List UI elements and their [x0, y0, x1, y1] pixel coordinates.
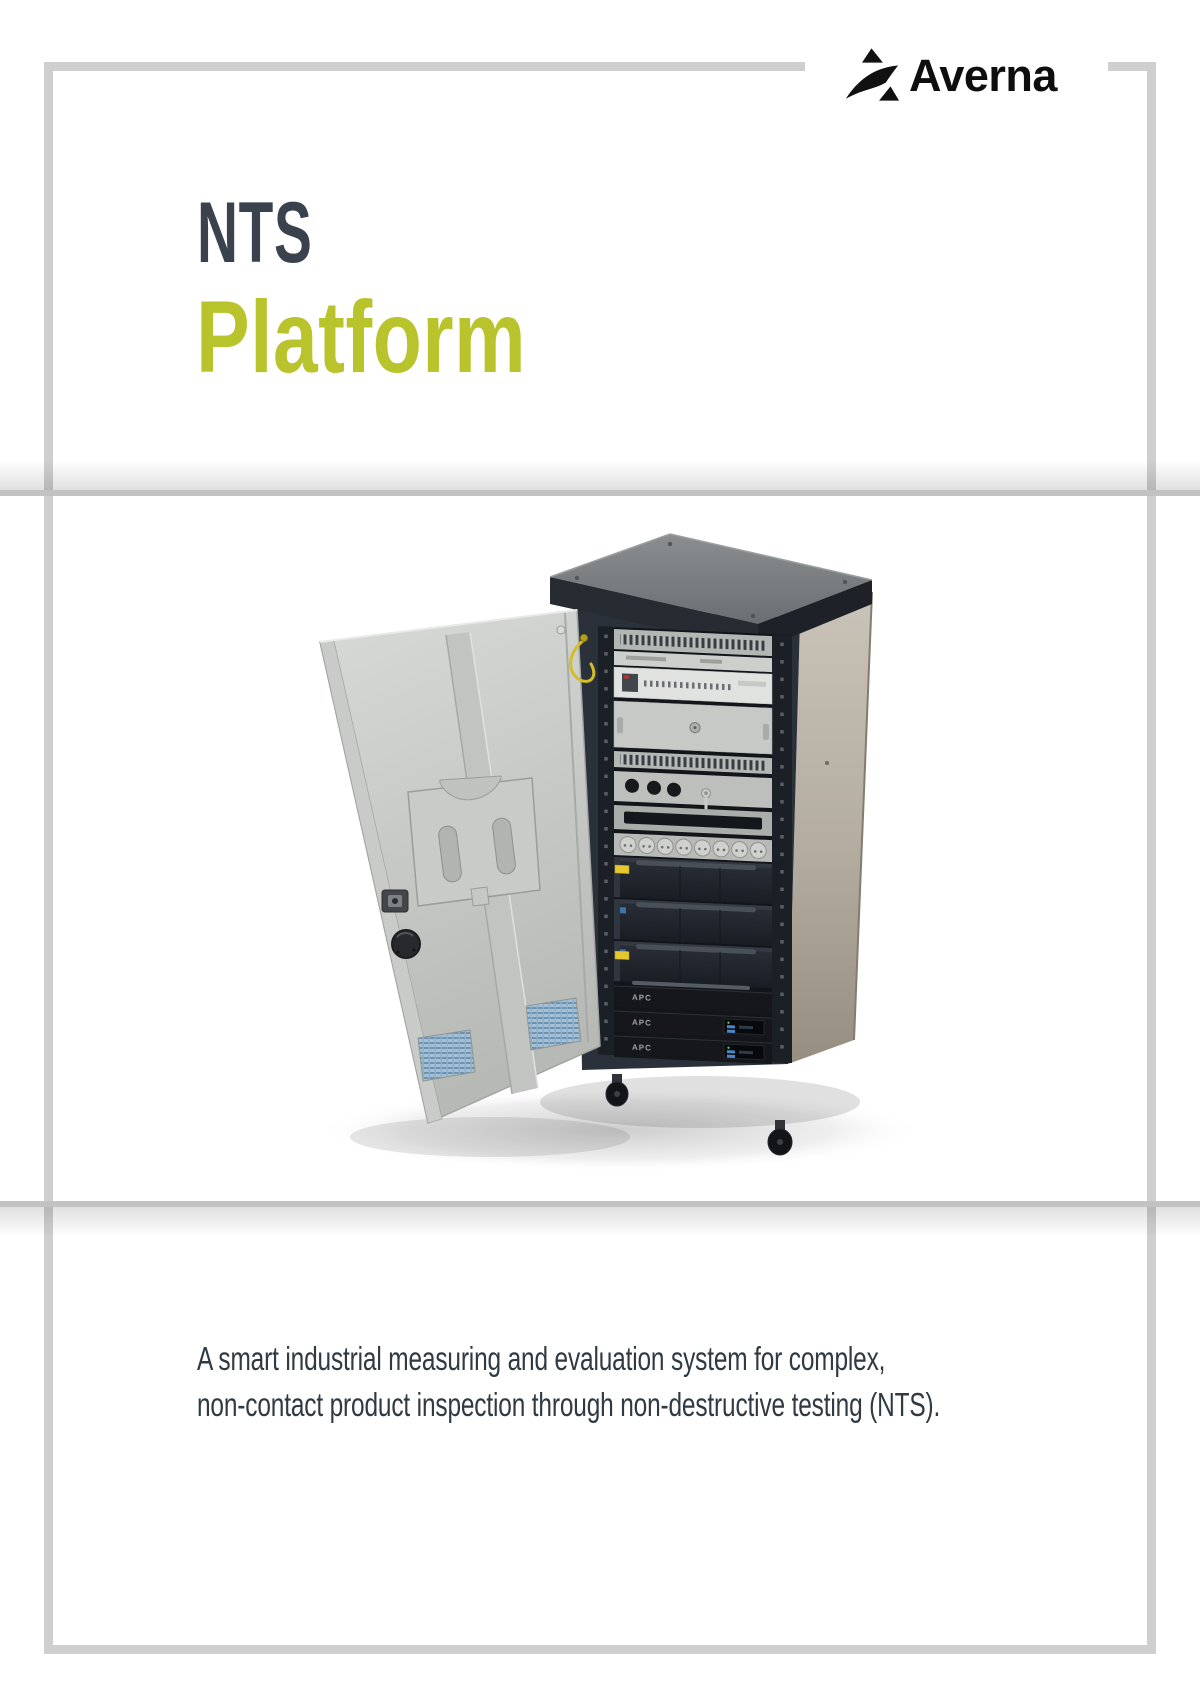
circuit-breaker-panel [613, 666, 773, 705]
caster-wheels [605, 1074, 793, 1156]
photo-band-bottom-line [0, 1201, 1200, 1207]
page-title-line1: NTS [197, 185, 313, 281]
rack-equipment: APC APC APC [598, 626, 792, 1065]
photo-band-top-line [0, 490, 1200, 496]
frame-right-line [1147, 62, 1156, 1654]
connector-strip [614, 650, 772, 673]
page-title-line2: Platform [196, 280, 527, 394]
description-line1: A smart industrial measuring and evaluat… [197, 1340, 886, 1377]
grounding-wire [556, 625, 596, 683]
cabinet-side-panel [788, 592, 872, 1064]
rack-cabinet: APC APC APC [549, 533, 873, 1156]
open-cabinet-door [319, 609, 601, 1125]
frame-top-line-left-segment [44, 62, 805, 71]
computer-towers [614, 856, 772, 989]
door-knob [391, 929, 421, 959]
brand-name: Averna [909, 49, 1057, 101]
ups-brand-label: APC [632, 1043, 652, 1053]
door-lock [381, 889, 409, 913]
document-pocket [407, 775, 541, 907]
averna-bird-icon [845, 48, 900, 101]
description-line2: non-contact product inspection through n… [197, 1386, 941, 1423]
photo-band-top-shadow [0, 460, 1200, 490]
ups-brand-label: APC [632, 1018, 652, 1028]
ups-units: APC APC APC [614, 980, 772, 1065]
door-vent [525, 997, 582, 1051]
warning-label [614, 864, 630, 874]
warning-label [614, 950, 630, 960]
ups-brand-label: APC [632, 993, 652, 1003]
frame-top-line-right-segment [1108, 62, 1156, 71]
control-panel-with-key [614, 770, 772, 812]
frame-left-line [44, 62, 53, 1654]
photo-band-bottom-shadow [0, 1207, 1200, 1237]
door-vent [417, 1029, 476, 1082]
power-outlet-strip [614, 832, 772, 863]
product-description: A smart industrial measuring and evaluat… [197, 1336, 1200, 1428]
blank-panel-with-lock [613, 700, 773, 755]
rack-photo: APC APC APC [280, 492, 940, 1192]
brand-logo: Averna [843, 44, 1057, 106]
frame-bottom-line [44, 1645, 1156, 1654]
slot-panel [614, 804, 772, 837]
server-rack-illustration: APC APC APC [315, 533, 925, 1172]
